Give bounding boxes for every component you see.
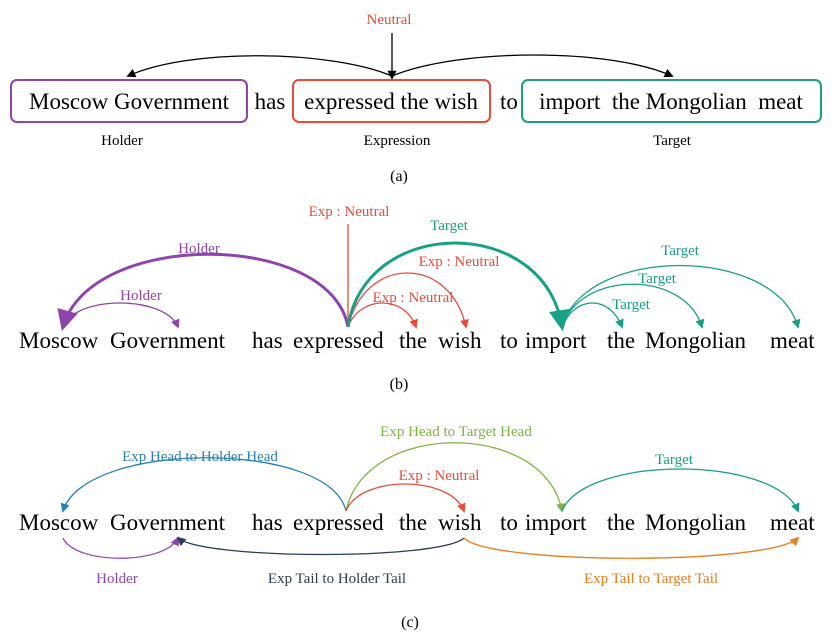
holder-label: Holder [101,133,143,149]
exp-neutral-label: Exp : Neutral [399,468,480,484]
target-big-arc [346,241,570,332]
word-wish: wish [438,510,482,535]
target-label: Target [655,452,694,468]
exp-low-label: Exp : Neutral [373,290,454,306]
arc-to-target [391,54,674,78]
target-label-1: Target [612,297,651,313]
target-big-label: Target [430,218,469,234]
word-has: has [255,89,286,114]
exp-tail-holder-label: Exp Tail to Holder Tail [268,571,406,587]
word-meat: meat [770,328,815,353]
exp-neutral-arc [345,483,466,513]
holder-inner-arc [62,302,180,329]
caption-b: (b) [390,376,409,393]
word-meat: meat [770,510,815,535]
panel-b: Moscow Government has expressed the wish… [19,204,815,393]
target-box [521,79,822,123]
phrase-holder: Moscow Government [29,89,230,114]
exp-tail-holder-arc [176,536,465,556]
word-import: import [525,328,587,353]
holder-arc [62,536,179,559]
word-expressed: expressed [293,328,384,353]
holder-outer-arc [57,252,350,332]
holder-box [10,79,248,123]
word-expressed: expressed [293,510,384,535]
neutral-label: Neutral [367,12,412,28]
exp-tail-target-label: Exp Tail to Target Tail [584,571,718,587]
exp-low-arc [347,302,418,329]
exp-tail-target-arc [463,536,800,559]
target-label-3: Target [661,243,700,259]
word-mongolian: Mongolian [645,510,746,535]
exp-head-holder-arc [60,457,347,513]
word-to: to [500,510,518,535]
exp-mid-label: Exp : Neutral [419,254,500,270]
caption-c: (c) [401,614,419,631]
holder-label: Holder [96,571,138,587]
word-to: to [500,328,518,353]
expression-box [292,79,491,123]
word-has: has [252,510,283,535]
exp-head-target-label: Exp Head to Target Head [380,424,532,440]
word-government: Government [110,328,226,353]
holder-inner-label: Holder [120,288,162,304]
target-arc-3 [561,265,801,329]
panel-a: Moscow Government has expressed the wish… [10,12,822,185]
word-mongolian: Mongolian [645,328,746,353]
expression-label: Expression [364,133,431,149]
target-arc-2 [561,283,705,329]
word-the-2: the [607,328,635,353]
word-moscow: Moscow [19,510,99,535]
exp-top-label: Exp : Neutral [309,204,390,220]
arc-to-holder [126,55,393,78]
exp-mid-arc [347,272,469,329]
word-government: Government [110,510,226,535]
word-the-2: the [607,510,635,535]
exp-head-holder-label: Exp Head to Holder Head [122,449,278,465]
exp-head-target-arc [345,442,566,513]
target-arc [561,468,800,513]
phrase-expression: expressed the wish [304,89,478,114]
target-arc-1 [561,302,624,329]
phrase-target: import the Mongolian meat [539,89,803,114]
target-label: Target [653,133,692,149]
holder-outer-label: Holder [178,241,220,257]
word-wish: wish [438,328,482,353]
target-label-2: Target [638,271,677,287]
word-to: to [500,89,518,114]
word-moscow: Moscow [19,328,99,353]
word-has: has [252,328,283,353]
word-import: import [525,510,587,535]
panel-c: Moscow Government has expressed the wish… [19,424,815,631]
caption-a: (a) [390,168,408,185]
word-the: the [399,328,427,353]
word-the: the [399,510,427,535]
